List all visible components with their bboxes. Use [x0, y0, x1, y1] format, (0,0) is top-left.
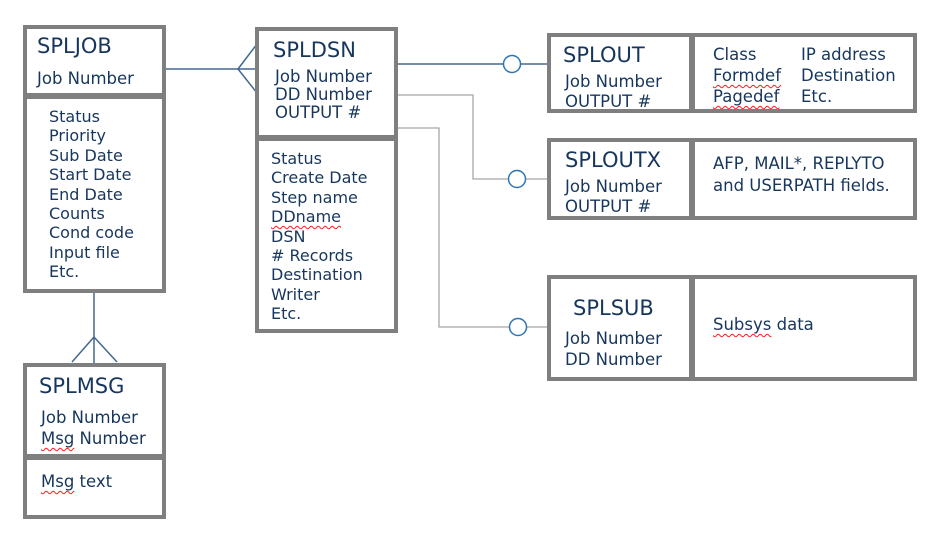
entity-title-splsub: SPLSUB — [573, 296, 654, 320]
field-row: Writer — [271, 284, 320, 304]
field-row: Etc. — [49, 262, 80, 282]
key-field: DD Number — [565, 350, 662, 369]
entity-splout: SPLOUT Job Number OUTPUT # — [547, 33, 693, 113]
attr-row: Class — [713, 45, 757, 64]
entity-title-sploutx: SPLOUTX — [565, 148, 662, 172]
key-field: DD Number — [275, 85, 372, 104]
attr-row: IP address — [801, 45, 886, 64]
field-row: Step name — [271, 187, 358, 207]
entity-splsub: SPLSUB Job Number DD Number — [547, 275, 693, 381]
entity-sploutx-attributes: AFP, MAIL*, REPLYTO and USERPATH fields. — [691, 138, 917, 220]
key-field: Job Number — [565, 72, 662, 91]
entity-splmsg-header: SPLMSG Job Number Msg Number — [23, 363, 166, 458]
splout-attr-column-2: IP address Destination Etc. — [801, 44, 896, 109]
key-field: Msg Number — [41, 428, 162, 449]
attr-row: Formdef — [713, 65, 785, 86]
field-row: Status — [271, 149, 322, 168]
key-field: Job Number — [37, 69, 134, 88]
field-row: DDname — [271, 207, 394, 226]
entity-keys-splsub: Job Number DD Number — [565, 328, 689, 370]
entity-title-splmsg: SPLMSG — [39, 374, 125, 398]
key-field: OUTPUT # — [565, 92, 652, 111]
entity-keys-spljob: Job Number — [37, 69, 162, 89]
field-row: Counts — [49, 204, 105, 224]
field-word-rest: text — [74, 472, 113, 491]
key-word-rest: Number — [74, 429, 146, 448]
attr-row: Destination — [801, 66, 896, 85]
entity-spljob-fields: Status Priority Sub Date Start Date End … — [23, 95, 166, 293]
optional-circle-icon-sploutx — [507, 169, 527, 189]
entity-keys-splout: Job Number OUTPUT # — [563, 72, 689, 112]
entity-keys-splmsg: Job Number Msg Number — [39, 407, 162, 449]
optional-circle-icon-splsub — [508, 317, 528, 337]
optional-circle-icon-splout — [502, 54, 522, 74]
key-field: Job Number — [41, 408, 138, 427]
field-row: Cond code — [49, 223, 134, 243]
entity-keys-sploutx: Job Number OUTPUT # — [565, 177, 689, 217]
entity-splout-attributes: Class Formdef Pagedef IP address Destina… — [691, 33, 917, 113]
attr-row: Etc. — [801, 87, 833, 106]
field-row: End Date — [49, 184, 123, 204]
field-row: Msg text — [41, 472, 162, 491]
attr-row-misspelled: Pagedef — [713, 87, 780, 106]
key-field: OUTPUT # — [565, 197, 652, 216]
entity-title-splout: SPLOUT — [563, 43, 645, 67]
field-row-misspelled: DDname — [271, 207, 342, 227]
field-row: Input file — [49, 242, 120, 262]
key-field: Job Number — [565, 329, 662, 348]
key-field: OUTPUT # — [275, 103, 362, 122]
field-row: Create Date — [271, 168, 368, 188]
attr-word-rest: data — [771, 315, 814, 334]
attr-line: and USERPATH fields. — [713, 176, 890, 195]
attr-row-misspelled: Formdef — [713, 66, 781, 85]
line-spldsn-sploutx — [397, 94, 549, 180]
entity-splsub-attributes: Subsys data — [691, 275, 917, 381]
entity-spldsn-fields: Status Create Date Step name DDname DSN … — [255, 137, 398, 333]
entity-title-spldsn: SPLDSN — [273, 38, 356, 62]
key-field: Job Number — [275, 67, 372, 86]
entity-keys-spldsn: Job Number DD Number OUTPUT # — [273, 68, 394, 122]
line-spldsn-splsub — [397, 127, 549, 328]
crow-foot-icon-splmsg — [71, 336, 118, 363]
entity-spljob-header: SPLJOB Job Number — [23, 25, 166, 97]
field-row: Destination — [271, 265, 363, 285]
attr-line: Subsys data — [713, 315, 913, 334]
splout-attr-column-1: Class Formdef Pagedef — [713, 44, 785, 109]
field-row: DSN — [271, 226, 306, 246]
attr-word-misspelled: Subsys — [713, 315, 772, 334]
entity-spldsn-header: SPLDSN Job Number DD Number OUTPUT # — [255, 27, 398, 139]
entity-sploutx: SPLOUTX Job Number OUTPUT # — [547, 138, 693, 220]
attr-line: AFP, MAIL*, REPLYTO — [713, 154, 885, 173]
field-word-misspelled: Msg — [41, 472, 75, 491]
field-row: Priority — [49, 126, 106, 146]
field-row: Sub Date — [49, 145, 123, 165]
field-row: Status — [49, 107, 100, 126]
entity-title-spljob: SPLJOB — [37, 34, 112, 58]
sploutx-attr-text: AFP, MAIL*, REPLYTO and USERPATH fields. — [713, 153, 913, 197]
attr-row: Pagedef — [713, 86, 785, 107]
key-word-misspelled: Msg — [41, 429, 75, 448]
field-row: Start Date — [49, 165, 132, 185]
field-row: Etc. — [271, 304, 302, 324]
crow-foot-icon-spldsn — [237, 43, 258, 94]
field-row: # Records — [271, 246, 354, 266]
key-field: Job Number — [565, 177, 662, 196]
entity-splmsg-fields: Msg text — [23, 456, 166, 519]
